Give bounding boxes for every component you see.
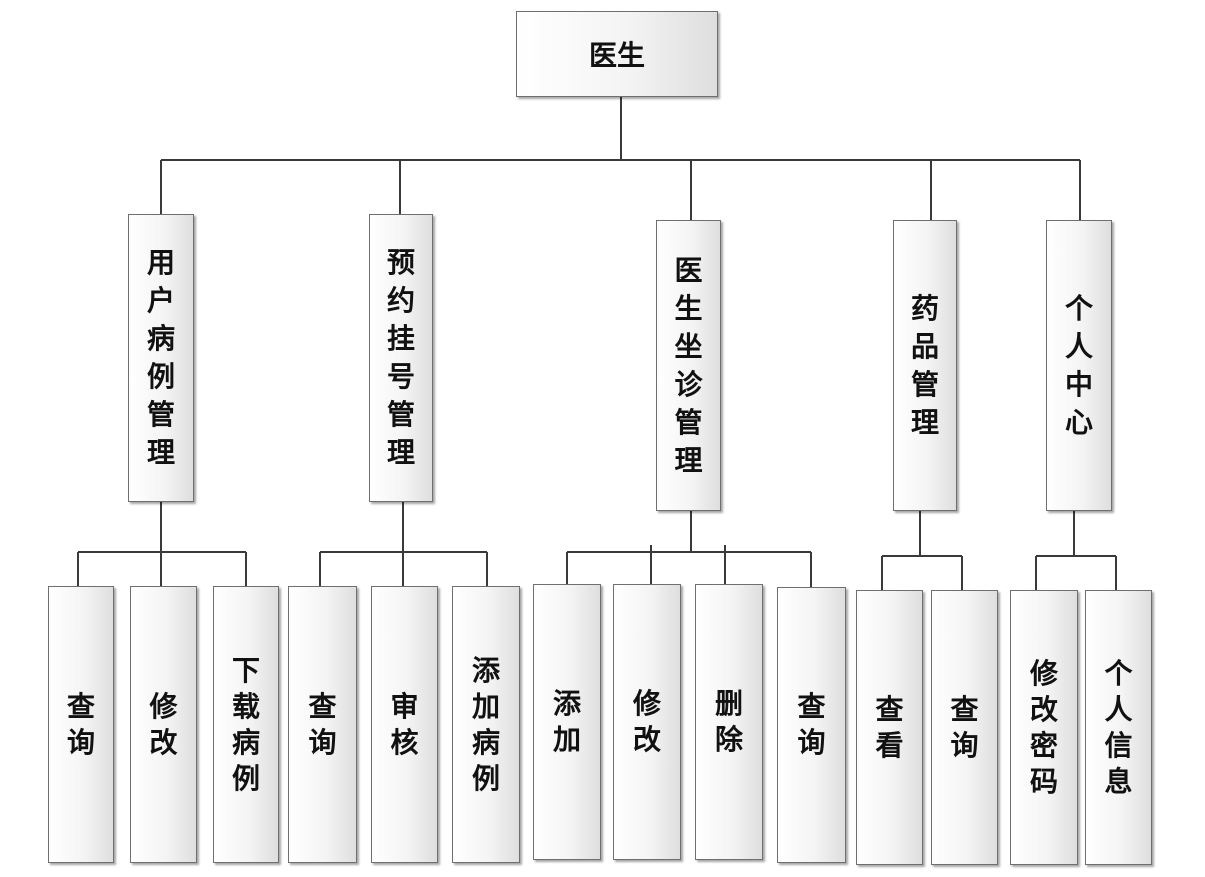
leaf-appointments-review: 审核 [371, 586, 438, 863]
leaf-label: 修改 [633, 687, 662, 756]
leaf-label: 下载病例 [232, 653, 261, 795]
leaf-label: 添加 [553, 687, 582, 756]
root-node: 医生 [516, 11, 718, 97]
category-personal-center: 个人中心 [1046, 220, 1112, 511]
category-label: 个人中心 [1065, 291, 1094, 439]
leaf-user-cases-query: 查询 [48, 586, 114, 863]
category-label: 用户病例管理 [147, 246, 176, 469]
leaf-label: 查询 [308, 689, 337, 759]
leaf-user-cases-edit: 修改 [130, 586, 197, 863]
leaf-personal-info: 个人信息 [1085, 590, 1152, 865]
leaf-label: 添加病例 [472, 653, 501, 795]
leaf-appointments-query: 查询 [288, 586, 357, 863]
category-user-cases: 用户病例管理 [128, 214, 194, 502]
leaf-label: 删除 [715, 687, 744, 756]
leaf-label: 修改 [149, 689, 178, 759]
leaf-user-cases-download: 下载病例 [213, 586, 279, 863]
leaf-personal-password: 修改密码 [1010, 590, 1078, 865]
leaf-label: 查询 [950, 692, 979, 762]
leaf-schedule-delete: 删除 [695, 584, 763, 860]
category-appointments: 预约挂号管理 [369, 214, 433, 502]
category-label: 医生坐诊管理 [674, 253, 703, 477]
leaf-label: 查看 [875, 692, 904, 762]
category-label: 药品管理 [911, 291, 940, 439]
leaf-medicine-view: 查看 [856, 590, 923, 865]
root-label: 医生 [588, 39, 645, 72]
leaf-label: 个人信息 [1104, 656, 1133, 798]
leaf-label: 查询 [797, 690, 826, 759]
leaf-schedule-add: 添加 [533, 584, 601, 860]
leaf-schedule-query: 查询 [777, 587, 846, 863]
leaf-label: 审核 [390, 689, 419, 759]
category-medicine: 药品管理 [893, 220, 957, 511]
leaf-label: 修改密码 [1030, 656, 1059, 798]
leaf-schedule-edit: 修改 [613, 584, 681, 860]
leaf-appointments-add-case: 添加病例 [452, 586, 520, 863]
category-label: 预约挂号管理 [387, 246, 416, 469]
leaf-label: 查询 [67, 689, 96, 759]
category-doctor-schedule: 医生坐诊管理 [656, 220, 721, 511]
leaf-medicine-query: 查询 [931, 590, 998, 865]
